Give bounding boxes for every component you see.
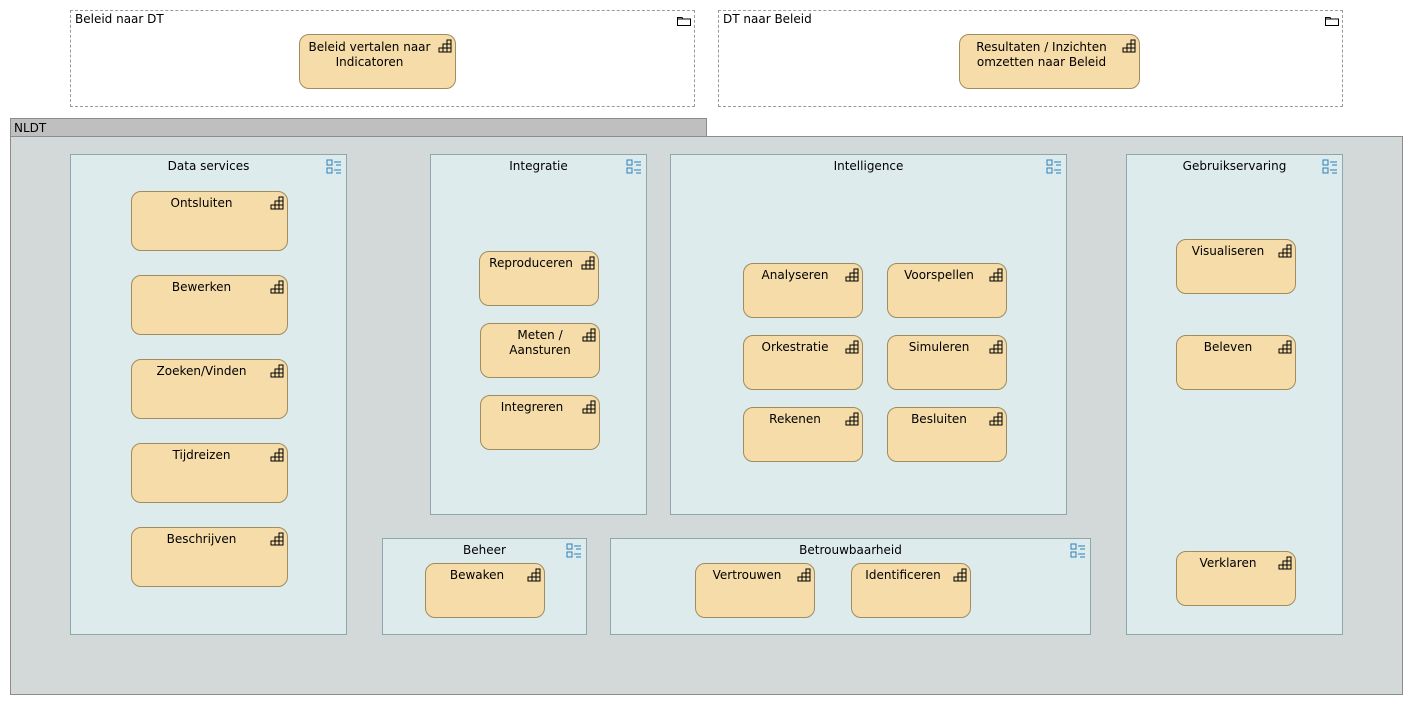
- function-label: Orkestratie: [761, 340, 829, 354]
- function-reproduceren[interactable]: Reproduceren: [479, 251, 599, 306]
- function-bewaken[interactable]: Bewaken: [425, 563, 545, 618]
- function-icon: [270, 280, 284, 294]
- folder-icon: [1325, 17, 1339, 26]
- capability-icon: [326, 159, 341, 174]
- capability-betrouwbaarheid[interactable]: Betrouwbaarheid Vertrouwen Identificeren: [610, 538, 1091, 635]
- function-label: Bewaken: [449, 568, 505, 582]
- grouping-dt-naar-beleid[interactable]: DT naar Beleid Resultaten / Inzichten om…: [718, 10, 1343, 107]
- function-beleven[interactable]: Beleven: [1176, 335, 1296, 390]
- function-label: Voorspellen: [904, 268, 974, 282]
- function-icon: [1122, 39, 1136, 53]
- function-icon: [582, 328, 596, 342]
- function-icon: [845, 340, 859, 354]
- nldt-label: NLDT: [14, 121, 47, 135]
- function-label: Resultaten / Inzichten omzetten naar Bel…: [976, 40, 1107, 69]
- function-analyseren[interactable]: Analyseren: [743, 263, 863, 318]
- function-label: Simuleren: [908, 340, 970, 354]
- function-tijdreizen[interactable]: Tijdreizen: [131, 443, 288, 503]
- function-simuleren[interactable]: Simuleren: [887, 335, 1007, 390]
- capability-icon: [1070, 543, 1085, 558]
- capability-gebruikservaring[interactable]: Gebruikservaring Visualiseren Beleven Ve…: [1126, 154, 1343, 635]
- function-label: Beschrijven: [166, 532, 237, 546]
- function-label: Analyseren: [761, 268, 829, 282]
- function-icon: [953, 568, 967, 582]
- capability-intelligence[interactable]: Intelligence Analyseren Voorspellen Orke…: [670, 154, 1067, 515]
- function-label: Visualiseren: [1191, 244, 1265, 258]
- function-label: Vertrouwen: [712, 568, 782, 582]
- function-icon: [845, 268, 859, 282]
- function-label: Beleven: [1203, 340, 1253, 354]
- function-label: Tijdreizen: [172, 448, 231, 462]
- function-icon: [270, 364, 284, 378]
- capability-integratie[interactable]: Integratie Reproduceren Meten / Aansture…: [430, 154, 647, 515]
- capability-icon: [1322, 159, 1337, 174]
- function-icon: [1278, 556, 1292, 570]
- folder-icon: [677, 17, 691, 26]
- function-label: Ontsluiten: [170, 196, 233, 210]
- capability-title: Betrouwbaarheid: [799, 543, 902, 557]
- function-icon: [582, 400, 596, 414]
- function-label: Identificeren: [865, 568, 941, 582]
- function-integreren[interactable]: Integreren: [480, 395, 600, 450]
- function-beleid-vertalen[interactable]: Beleid vertalen naar Indicatoren: [299, 34, 456, 89]
- function-label: Beleid vertalen naar Indicatoren: [308, 40, 431, 69]
- function-visualiseren[interactable]: Visualiseren: [1176, 239, 1296, 294]
- function-icon: [270, 196, 284, 210]
- function-label: Reproduceren: [489, 256, 573, 270]
- function-icon: [989, 412, 1003, 426]
- capability-title: Integratie: [509, 159, 568, 173]
- function-identificeren[interactable]: Identificeren: [851, 563, 971, 618]
- function-orkestratie[interactable]: Orkestratie: [743, 335, 863, 390]
- function-voorspellen[interactable]: Voorspellen: [887, 263, 1007, 318]
- function-icon: [270, 448, 284, 462]
- function-icon: [797, 568, 811, 582]
- capability-title: Data services: [167, 159, 250, 173]
- function-ontsluiten[interactable]: Ontsluiten: [131, 191, 288, 251]
- function-label: Integreren: [500, 400, 564, 414]
- capability-icon: [1046, 159, 1061, 174]
- grouping-beleid-naar-dt[interactable]: Beleid naar DT Beleid vertalen naar Indi…: [70, 10, 695, 107]
- function-label: Rekenen: [769, 412, 821, 426]
- function-icon: [989, 340, 1003, 354]
- function-label: Bewerken: [171, 280, 232, 294]
- function-label: Besluiten: [911, 412, 967, 426]
- function-rekenen[interactable]: Rekenen: [743, 407, 863, 462]
- function-zoeken-vinden[interactable]: Zoeken/Vinden: [131, 359, 288, 419]
- function-icon: [438, 39, 452, 53]
- function-vertrouwen[interactable]: Vertrouwen: [695, 563, 815, 618]
- capability-beheer[interactable]: Beheer Bewaken: [382, 538, 587, 635]
- grouping-label: DT naar Beleid: [723, 12, 812, 26]
- function-icon: [581, 256, 595, 270]
- nldt-tab: NLDT: [10, 118, 707, 137]
- capability-data-services[interactable]: Data services Ontsluiten Bewerken Zoeken…: [70, 154, 347, 635]
- grouping-label: Beleid naar DT: [75, 12, 164, 26]
- function-label: Meten / Aansturen: [509, 328, 571, 357]
- capability-title: Beheer: [463, 543, 506, 557]
- function-label: Verklaren: [1199, 556, 1257, 570]
- function-bewerken[interactable]: Bewerken: [131, 275, 288, 335]
- function-beschrijven[interactable]: Beschrijven: [131, 527, 288, 587]
- function-meten-aansturen[interactable]: Meten / Aansturen: [480, 323, 600, 378]
- function-besluiten[interactable]: Besluiten: [887, 407, 1007, 462]
- capability-title: Intelligence: [833, 159, 904, 173]
- function-resultaten-omzetten[interactable]: Resultaten / Inzichten omzetten naar Bel…: [959, 34, 1140, 89]
- capability-icon: [566, 543, 581, 558]
- function-icon: [527, 568, 541, 582]
- capability-icon: [626, 159, 641, 174]
- function-icon: [1278, 244, 1292, 258]
- capability-title: Gebruikservaring: [1182, 159, 1287, 173]
- function-icon: [1278, 340, 1292, 354]
- function-verklaren[interactable]: Verklaren: [1176, 551, 1296, 606]
- function-label: Zoeken/Vinden: [156, 364, 247, 378]
- function-icon: [989, 268, 1003, 282]
- function-icon: [845, 412, 859, 426]
- function-icon: [270, 532, 284, 546]
